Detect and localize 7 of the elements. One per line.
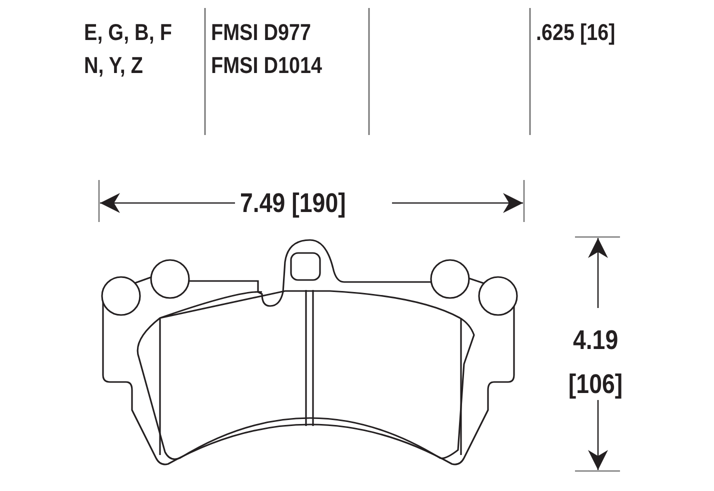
dimension-label: 7.49 [190] <box>240 188 346 218</box>
dimension-label: 4.19 [106] <box>567 324 624 401</box>
spec-label: FMSI D1014 <box>211 51 322 80</box>
spec-label: N, Y, Z <box>84 51 143 80</box>
spec-label: FMSI D977 <box>211 18 312 47</box>
spec-label: E, G, B, F <box>84 18 172 47</box>
dimension-label: .625 [16] <box>536 18 616 47</box>
